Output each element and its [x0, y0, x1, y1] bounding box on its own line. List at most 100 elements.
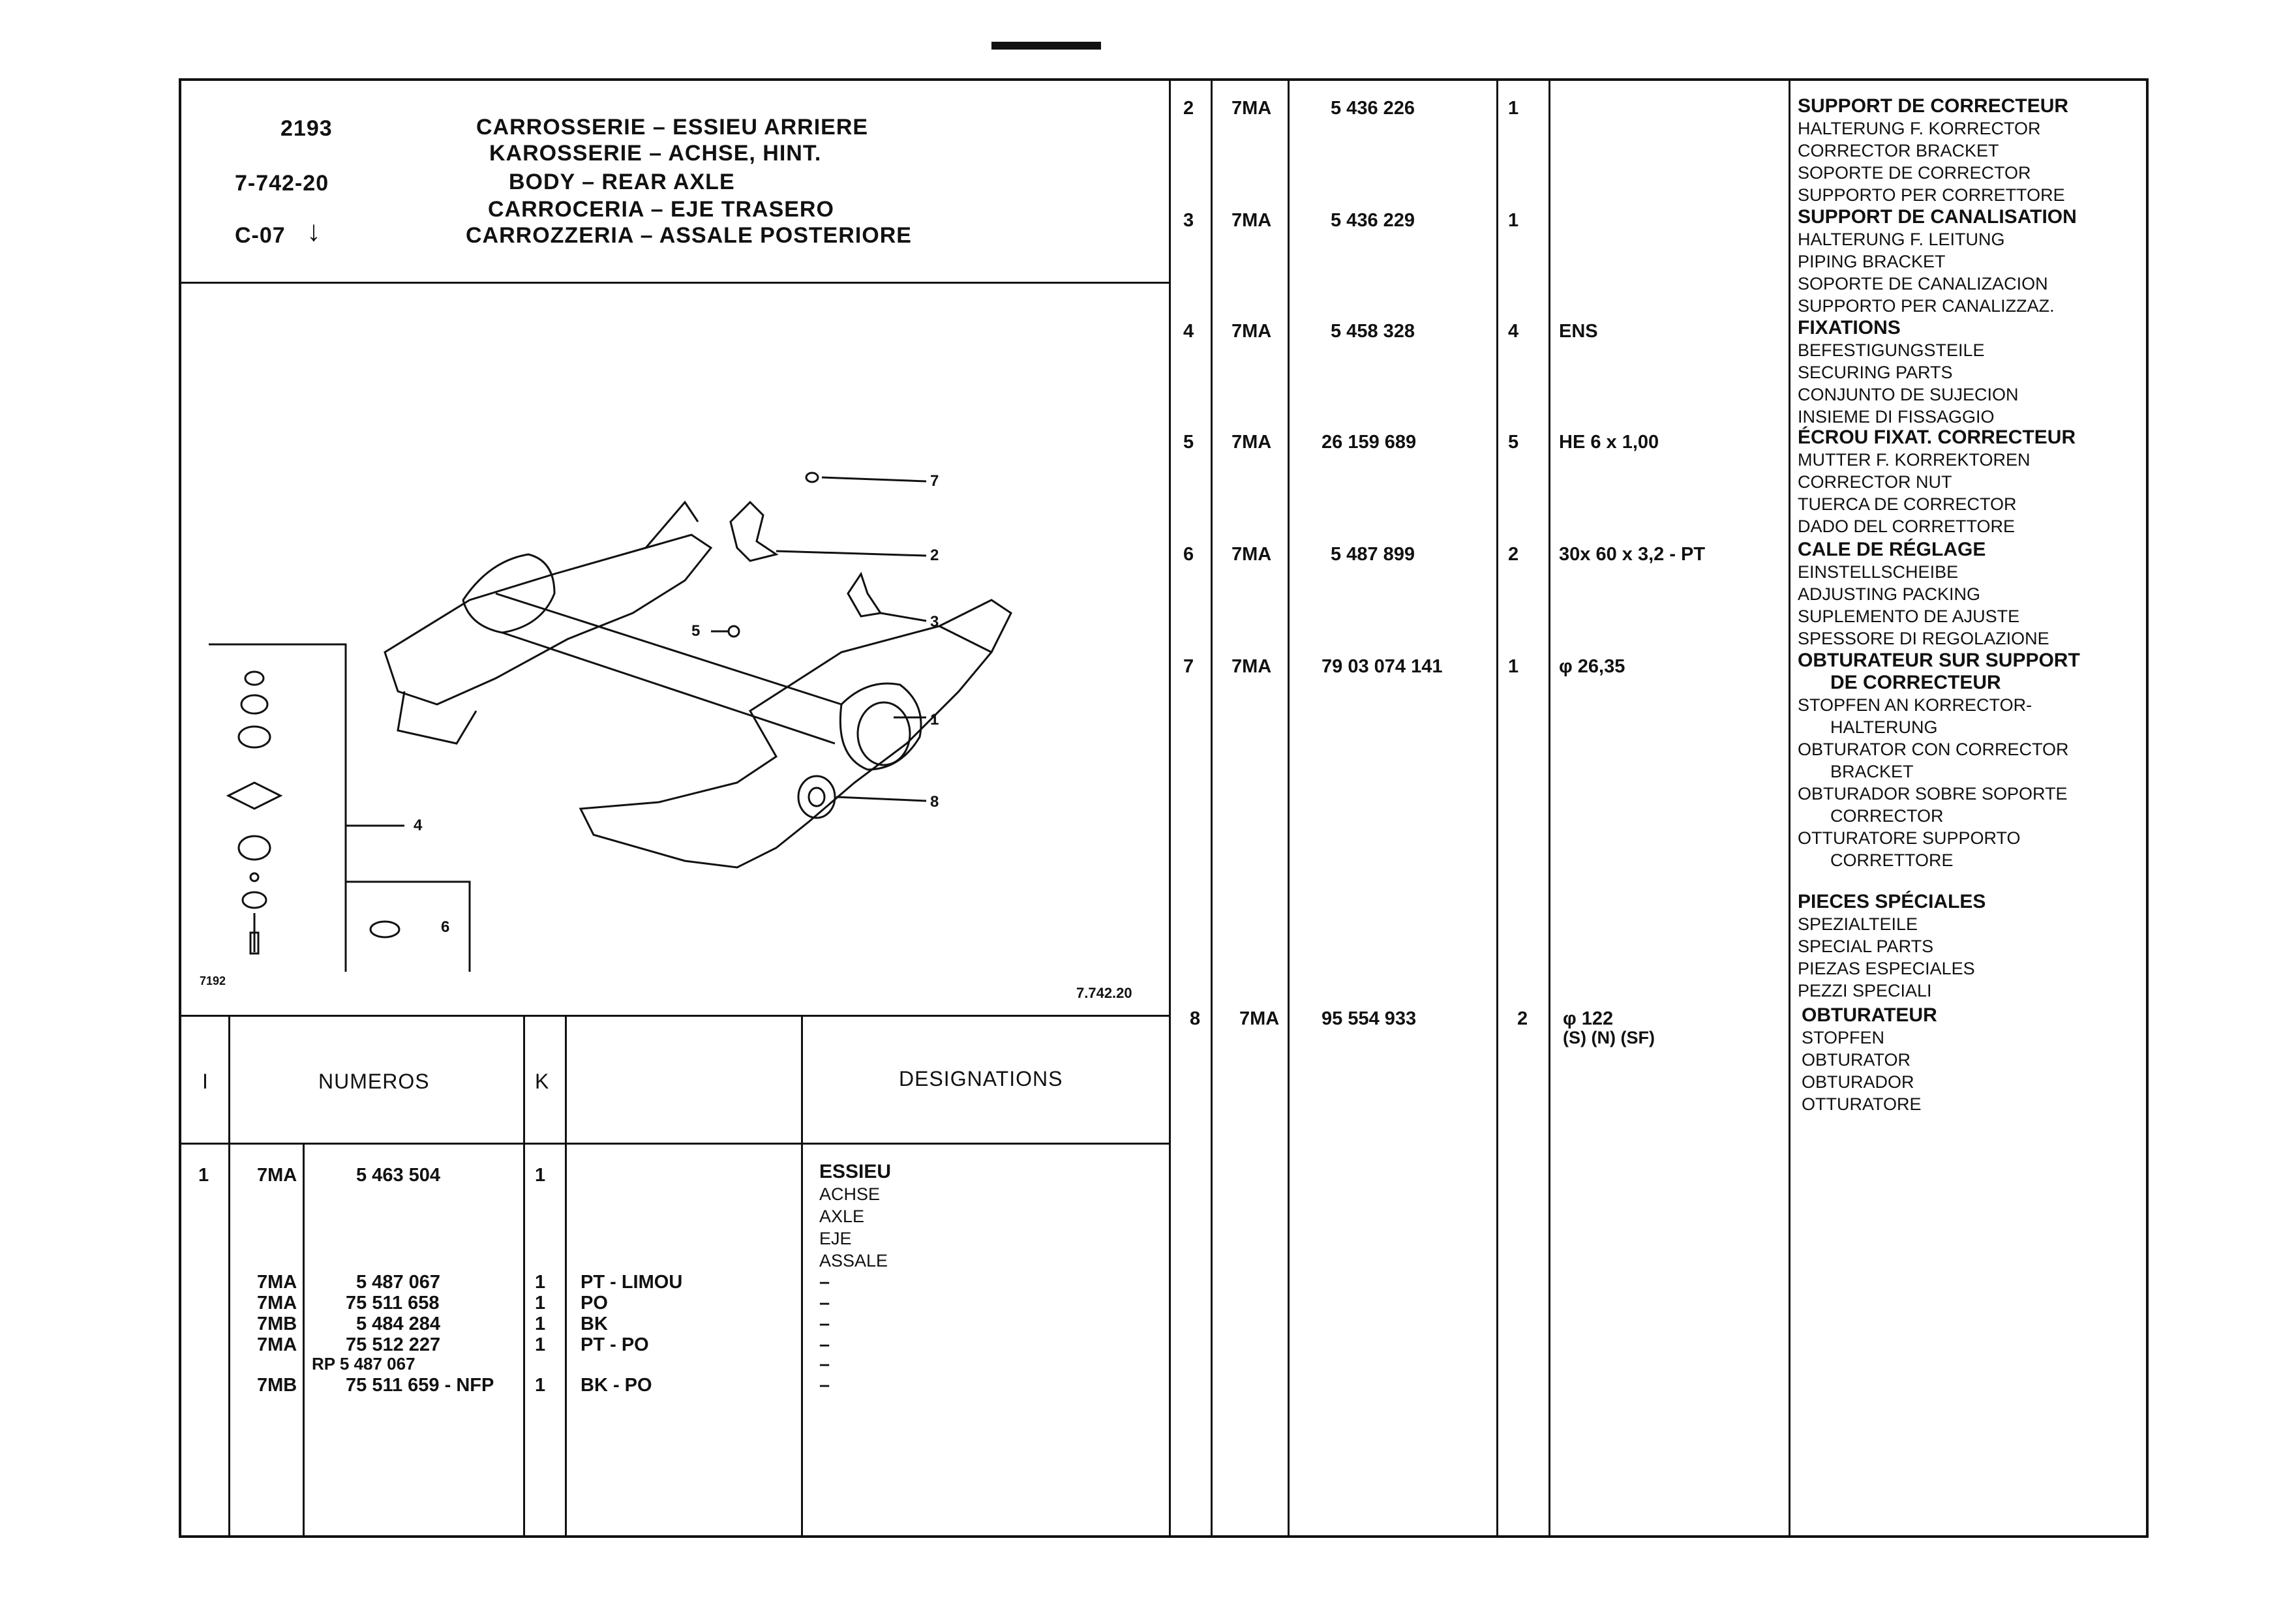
right-row4-number: 5 458 328 [1331, 321, 1415, 342]
right-row7-designation: OBTURATEUR SUR SUPPORT DE CORRECTEUR STO… [1798, 650, 2080, 1000]
left-row3-qty: 1 [535, 1293, 546, 1314]
parts-sheet-frame [179, 78, 2149, 1538]
right-row7-qty: 1 [1508, 656, 1519, 677]
date-code: C-07 [235, 223, 286, 248]
right-row5-prefix: 7MA [1231, 432, 1272, 453]
title-fr: CARROSSERIE – ESSIEU ARRIERE [476, 115, 869, 140]
right-row4-index: 4 [1183, 321, 1194, 342]
right-row6-qty: 2 [1508, 544, 1519, 565]
left-col-idx [228, 1015, 230, 1538]
left-row3-number: 75 511 658 [346, 1293, 440, 1314]
right-row8-note: φ 122 [1563, 1008, 1614, 1029]
right-row2-index: 2 [1183, 98, 1194, 119]
callout-2: 2 [930, 547, 939, 564]
top-mark [991, 42, 1101, 50]
left-row5-number: 75 512 227 [346, 1334, 441, 1355]
left-row3-prefix: 7MA [257, 1293, 297, 1314]
right-row6-prefix: 7MA [1231, 544, 1272, 565]
left-table-top [179, 1015, 1169, 1017]
right-row3-index: 3 [1183, 210, 1194, 231]
right-row7-index: 7 [1183, 656, 1194, 677]
right-row6-index: 6 [1183, 544, 1194, 565]
right-row5-qty: 5 [1508, 432, 1519, 453]
left-row5-note: PT - PO [581, 1334, 649, 1355]
title-it: CARROZZERIA – ASSALE POSTERIORE [466, 223, 912, 248]
left-col-prefix [303, 1143, 305, 1538]
header-k: K [535, 1070, 550, 1093]
left-row5-qty: 1 [535, 1334, 546, 1355]
title-en: BODY – REAR AXLE [509, 170, 735, 194]
left-col-numeros [523, 1015, 525, 1538]
left-col-k [565, 1015, 567, 1538]
header-index: I [202, 1070, 209, 1093]
right-row7-note: φ 26,35 [1559, 656, 1625, 677]
right-row8-note-variants: (S) (N) (SF) [1563, 1028, 1655, 1047]
callout-3: 3 [930, 613, 939, 631]
right-row4-qty: 4 [1508, 321, 1519, 342]
right-row3-designation: SUPPORT DE CANALISATION HALTERUNG F. LEI… [1798, 206, 2077, 316]
axle-assembly-drawing [384, 500, 1012, 869]
part-8-obturator-drawing [797, 775, 836, 819]
left-row4-number: 5 484 284 [356, 1314, 441, 1334]
right-row2-prefix: 7MA [1231, 98, 1272, 119]
model-code: 2193 [280, 116, 333, 141]
right-col-qty [1496, 78, 1498, 1538]
part-6-packing-drawing [346, 880, 471, 972]
title-de: KAROSSERIE – ACHSE, HINT. [489, 141, 822, 166]
right-row7-number: 79 03 074 141 [1322, 656, 1443, 677]
right-row3-prefix: 7MA [1231, 210, 1272, 231]
right-row2-designation: SUPPORT DE CORRECTEUR HALTERUNG F. KORRE… [1798, 95, 2069, 205]
section-divider [1169, 78, 1171, 1538]
left-row6-number: RP 5 487 067 [312, 1354, 415, 1374]
right-row6-note: 30x 60 x 3,2 - PT [1559, 544, 1706, 565]
left-row5-designation: – [819, 1334, 830, 1355]
left-row1-qty: 1 [535, 1165, 546, 1186]
right-row2-qty: 1 [1508, 98, 1519, 119]
left-row4-qty: 1 [535, 1314, 546, 1334]
right-row6-number: 5 487 899 [1331, 544, 1415, 565]
callout-7: 7 [930, 472, 939, 490]
left-row7-qty: 1 [535, 1375, 546, 1396]
right-row4-note: ENS [1559, 321, 1598, 342]
callout-5: 5 [691, 622, 701, 640]
callout-8: 8 [930, 793, 939, 811]
part-2-bracket-drawing [729, 500, 779, 562]
date-arrow-icon: ↓ [307, 215, 322, 247]
right-row7-prefix: 7MA [1231, 656, 1272, 677]
left-row2-qty: 1 [535, 1272, 546, 1293]
left-row7-prefix: 7MB [257, 1375, 297, 1396]
header-divider [179, 282, 1169, 284]
leader-lines [711, 476, 927, 802]
right-row4-prefix: 7MA [1231, 321, 1272, 342]
left-row1-prefix: 7MA [257, 1165, 297, 1186]
right-row8-designation: OBTURATEUR STOPFEN OBTURATOR OBTURADOR O… [1802, 1004, 1937, 1114]
left-row4-note: BK [581, 1314, 608, 1334]
left-col-note [801, 1015, 803, 1538]
left-row2-number: 5 487 067 [356, 1272, 441, 1293]
left-row1-designation: ESSIEU ACHSE AXLE EJE ASSALE [819, 1161, 892, 1270]
right-col-note [1548, 78, 1550, 1538]
left-row5-prefix: 7MA [257, 1334, 297, 1355]
right-row5-number: 26 159 689 [1322, 432, 1417, 453]
part-5-nut-drawing [727, 625, 740, 638]
right-row3-number: 5 436 229 [1331, 210, 1415, 231]
right-row6-designation: CALE DE RÉGLAGE EINSTELLSCHEIBE ADJUSTIN… [1798, 539, 2049, 648]
callout-1: 1 [930, 711, 939, 728]
right-row5-note: HE 6 x 1,00 [1559, 432, 1659, 453]
right-col-desig [1789, 78, 1790, 1538]
right-row4-designation: FIXATIONS BEFESTIGUNGSTEILE SECURING PAR… [1798, 317, 2019, 427]
part-7-plug-drawing [805, 472, 819, 483]
title-es: CARROCERIA – EJE TRASERO [488, 197, 834, 222]
callout-4: 4 [414, 817, 423, 834]
diagram-corner-code: 7192 [200, 974, 226, 987]
left-table-header-bottom [179, 1143, 1169, 1145]
right-row5-index: 5 [1183, 432, 1194, 453]
left-row4-designation: – [819, 1314, 830, 1334]
right-row2-number: 5 436 226 [1331, 98, 1415, 119]
left-row1-index: 1 [198, 1165, 209, 1186]
left-row7-designation: – [819, 1375, 830, 1396]
left-row4-prefix: 7MB [257, 1314, 297, 1334]
left-row7-note: BK - PO [581, 1375, 652, 1396]
left-row7-number: 75 511 659 - NFP [346, 1375, 494, 1396]
right-col-number [1288, 78, 1290, 1538]
